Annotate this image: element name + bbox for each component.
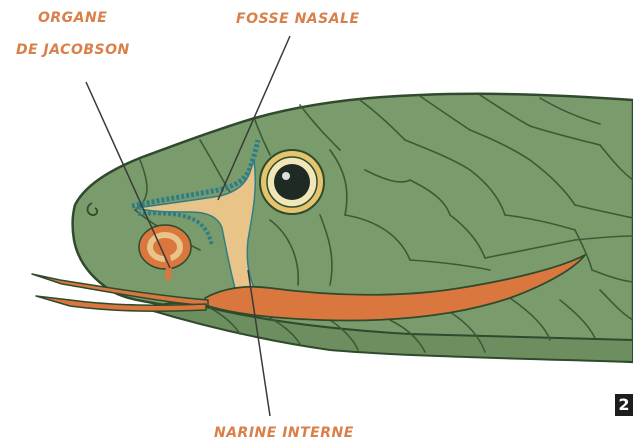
figure-number-badge: 2 <box>615 394 633 416</box>
label-narine-interne: NARINE INTERNE <box>214 425 354 441</box>
label-organe-de-jacobson-line2: DE JACOBSON <box>16 42 130 58</box>
label-fosse-nasale: FOSSE NASALE <box>236 11 360 27</box>
eye <box>260 150 324 214</box>
label-organe-de-jacobson-line1: ORGANE <box>38 10 107 26</box>
